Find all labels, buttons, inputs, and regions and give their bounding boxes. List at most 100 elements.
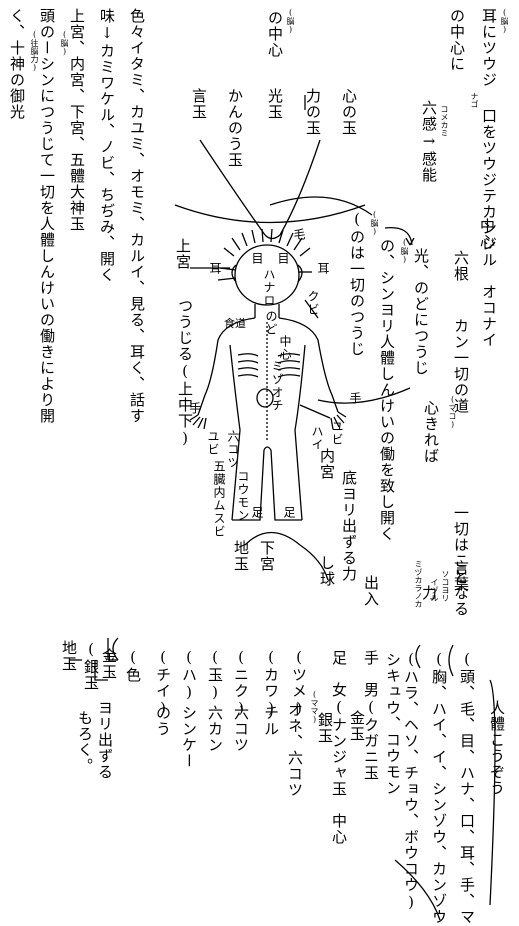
body-gozo: 五臓内ムスビ xyxy=(212,460,226,538)
lr-col13: (銀玉 xyxy=(82,640,100,691)
ur-chikara-ruby1: ソコヨリ xyxy=(441,570,450,602)
right-arm-outline xyxy=(278,317,339,413)
lr-col10: (ハ) xyxy=(180,648,198,702)
ur-col3-c: 言葉 xyxy=(452,560,470,592)
body-mimi-r: 耳 xyxy=(316,262,330,275)
ribs xyxy=(237,353,301,378)
ur-hikari: 光、のどにつうじ xyxy=(412,248,430,376)
mid-nowa: (のは一切のつうじ xyxy=(348,210,366,357)
mid-kyu: し球 xyxy=(318,555,336,587)
lr-col11: (チイ) xyxy=(154,648,172,718)
body-ashi-l: 足 xyxy=(250,506,264,519)
ur-col2-a: 六根 xyxy=(452,250,470,282)
right-torso xyxy=(294,344,306,521)
top-arc xyxy=(174,204,366,224)
lr-title: 人體こうぞう xyxy=(488,700,506,796)
ur-kokoro: 心きれば xyxy=(422,400,440,464)
lr-col6-ruby: (ママ) xyxy=(310,690,319,724)
ur-kokoro-ruby: (マコ) xyxy=(448,395,457,429)
body-rokkotsu: 六コツ xyxy=(226,430,240,469)
body-mizoochi: ミゾオチ xyxy=(270,360,284,412)
hair-rays xyxy=(223,228,311,257)
lr-col10-b: シンケー xyxy=(180,705,198,769)
ur-col4: の中心に xyxy=(448,8,466,72)
ur-col3-b: 中心 xyxy=(478,218,496,250)
head-outline xyxy=(234,244,300,306)
mid-soko: 底ヨリ出ずる力 xyxy=(340,470,358,582)
lr-col8: (ニク) xyxy=(232,648,250,718)
ur-chikara-ruby3: ミヅカラノカ xyxy=(414,560,423,608)
ur-chikara: 力 xyxy=(420,585,438,601)
right-hand xyxy=(330,411,347,430)
lr-col8-b: 六コツ xyxy=(232,705,250,753)
lr-col11-b: のう xyxy=(154,705,172,737)
body-yubi-l: ユビ xyxy=(206,430,220,456)
body-komon: コウモン xyxy=(236,470,250,522)
lr-col6-b: オネ、六コツ xyxy=(286,702,304,798)
ur-col1-b: 口をツウジテカンジル オコナイ xyxy=(480,108,498,348)
left-torso xyxy=(229,344,241,521)
body-me-r: 目 xyxy=(276,252,290,265)
lr-col1: (頭、毛、目、ハナ、口、耳、手、マユ) xyxy=(458,650,476,926)
ur-col2-b: カン一切の道 xyxy=(452,318,470,414)
mid-kan-dama: かんのう玉 xyxy=(226,88,244,168)
left-col-5: 色々イタミ、カユミ、オモミ、カルイ、見る、耳く、話す xyxy=(128,8,146,424)
mid-tsujiru: つうじる(上中下) xyxy=(176,298,194,448)
lr-col9-b: 六カン xyxy=(206,705,224,753)
body-chushin: 中心 xyxy=(278,335,292,361)
body-kubi: クビ xyxy=(306,290,320,316)
lr-col3: (ハラ、ヘソ、チョウ、ボウコウ) xyxy=(402,650,420,912)
mid-jogu: 上宮 xyxy=(174,238,192,270)
ur-col3-a: 六感→感能 xyxy=(420,100,438,183)
left-col-4: 味↓カミワケル、ノビ、ちぢみ、開く xyxy=(98,8,116,283)
lr-col5-a: 足 女(ナンジャ玉 中心 xyxy=(330,650,348,845)
lr-col4-a: 手 男(クガニ玉 xyxy=(362,650,380,781)
mid-nowa-ruby: (脳) xyxy=(370,210,379,236)
mid-sinyori: の、シンヨリ人體しんけいの働を致し開く xyxy=(378,238,396,542)
ur-col2-c: 一切はことなる xyxy=(452,505,470,617)
lr-col5-b: 銀玉 xyxy=(316,712,334,744)
lr-col4-b: 金玉 xyxy=(348,710,366,742)
body-ashi-r: 足 xyxy=(282,506,296,519)
body-nodo: のど xyxy=(264,310,278,336)
lr-col6: (ツメ) xyxy=(290,648,308,718)
lr-col3-b: シキュウ、コウモン xyxy=(384,652,402,796)
body-me-l: 目 xyxy=(250,252,264,265)
ur-col1-ruby: ナゴ xyxy=(470,92,479,108)
left-col-3: 上宮、内宮、下宮、五體大神玉 xyxy=(68,8,86,232)
mid-kokoro-dama: 心の玉 xyxy=(340,88,358,136)
ur-col4-ruby: (脳) xyxy=(500,8,509,34)
left-col-2: 頭のーシンにつうじて一切を人體しんけいの働きにより開 xyxy=(38,8,56,424)
lr-col2: (胸、ハイ、イ、シンゾウ、カンゾウ) xyxy=(430,650,448,926)
left-ruby-shin: (往脳力) xyxy=(30,30,39,72)
body-hana: ハナロ xyxy=(262,268,276,307)
mid-gegu: 下宮 xyxy=(258,540,276,572)
mid-chikyu: 地玉 xyxy=(232,540,250,572)
lr-yori: ヨリ出ずる xyxy=(96,700,114,780)
left-arm-outline xyxy=(197,317,256,416)
body-mimi-l: 耳 xyxy=(208,262,222,275)
left-ruby-nou: (脳) xyxy=(60,30,69,56)
left-col-1: く、十神の御光 xyxy=(8,8,26,120)
mid-nou: の中心 xyxy=(266,10,284,58)
mid-chikara-dama: 力の玉 xyxy=(304,88,322,136)
lr-moro: もろく。 xyxy=(76,710,94,774)
body-te-r: 手 xyxy=(348,392,362,405)
mid-shutsunyu: 出入 xyxy=(362,575,380,607)
body-te-l: 手 xyxy=(188,402,202,415)
ur-col3-ruby: コメカミ xyxy=(440,105,449,137)
ur-col1: 耳にツウジ xyxy=(480,8,498,88)
lr-col12: (色 xyxy=(124,648,142,683)
mid-nou-ruby: (脳) xyxy=(286,8,295,34)
body-hai: ハイ xyxy=(310,425,324,451)
mid-sinyori-ruby: (脳) xyxy=(400,238,409,264)
body-ke: 毛 xyxy=(292,228,306,241)
mid-hikari-dama: 光玉 xyxy=(266,88,284,120)
lr-col12-b: 金玉 xyxy=(100,648,118,680)
body-shokudo: 食道 xyxy=(224,317,246,330)
lr-col9: (玉) xyxy=(206,648,224,702)
lr-col7: (カワ) xyxy=(262,648,280,718)
navel-circle xyxy=(256,388,274,408)
